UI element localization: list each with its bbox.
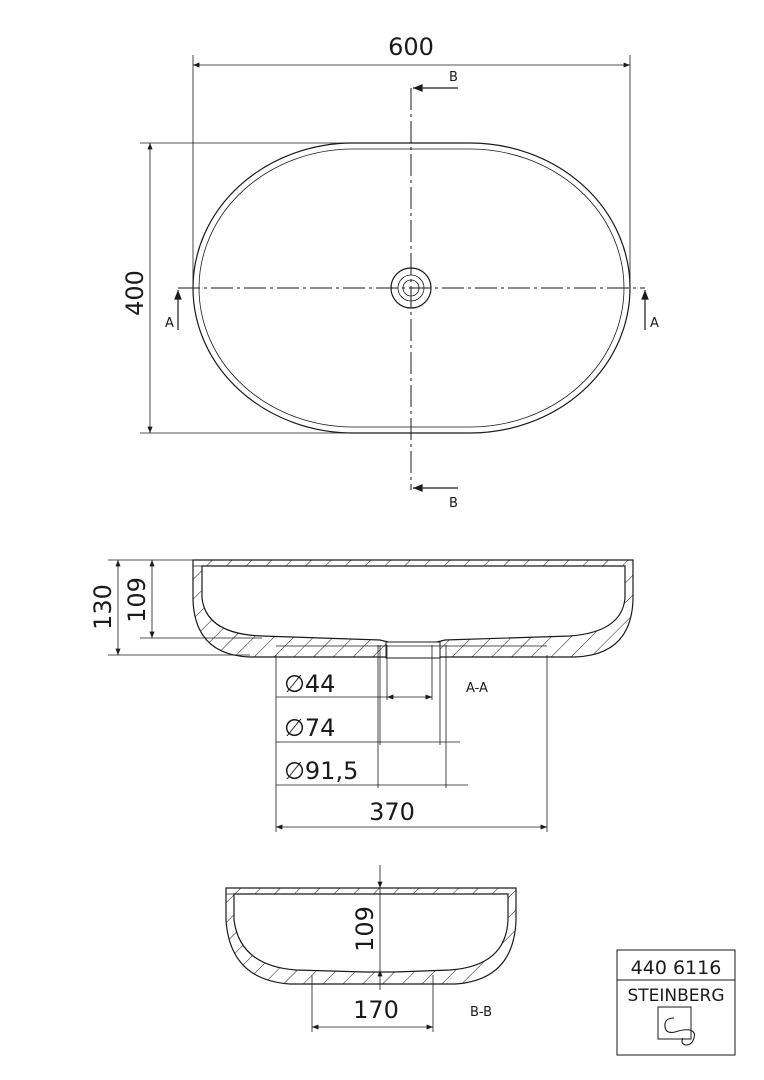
height-dimension: 400 bbox=[121, 270, 149, 316]
total-height-dimension: 130 bbox=[89, 584, 117, 630]
title-block: 440 6116 STEINBERG bbox=[616, 949, 736, 1056]
section-b-top-label: B bbox=[449, 70, 458, 85]
section-b-bottom-label: B bbox=[449, 496, 458, 511]
section-bb: 109 170 B-B bbox=[225, 865, 517, 1032]
inner-depth-dimension-bb: 109 bbox=[351, 906, 379, 952]
drain-44-dimension: ∅44 bbox=[284, 670, 335, 698]
inner-depth-dimension: 109 bbox=[123, 577, 151, 623]
section-aa-label: A-A bbox=[466, 681, 488, 696]
top-view: 600 400 A A B B bbox=[121, 33, 659, 511]
section-a-right-label: A bbox=[650, 316, 659, 331]
base-width-dimension: 370 bbox=[369, 798, 415, 826]
width-dimension: 600 bbox=[388, 33, 434, 61]
section-aa: 130 109 ∅44 ∅74 ∅91,5 370 A-A bbox=[89, 559, 634, 832]
article-number: 440 6116 bbox=[631, 957, 722, 979]
drain-74-dimension: ∅74 bbox=[284, 714, 335, 742]
drain-91-5-dimension: ∅91,5 bbox=[284, 757, 358, 785]
base-width-dimension-bb: 170 bbox=[353, 996, 399, 1024]
steinberg-logo-icon bbox=[657, 1006, 696, 1046]
title-block-frame bbox=[616, 949, 736, 1056]
brand-name: STEINBERG bbox=[627, 986, 724, 1006]
section-bb-label: B-B bbox=[470, 1005, 492, 1020]
basin-shell-section-bb bbox=[225, 887, 517, 985]
section-a-left-label: A bbox=[165, 316, 174, 331]
